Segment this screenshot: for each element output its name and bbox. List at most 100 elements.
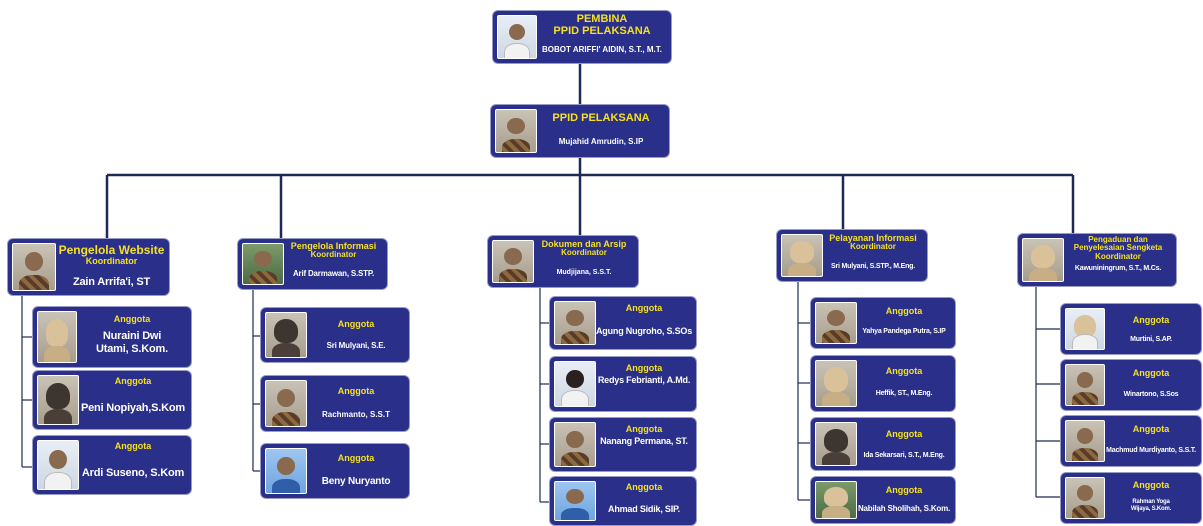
member-name-line1: Nuraini Dwi	[102, 330, 162, 343]
member-name-line1: Sri Mulyani, S.E.	[326, 341, 386, 351]
coordinator-title: Pelayanan Informasi	[829, 233, 917, 243]
member-name-line1: Peni Nopiyah,S.Kom	[81, 402, 185, 415]
member-card: Anggota Agung Nugroho, S.SOs	[549, 296, 697, 350]
person-photo-icon	[497, 15, 537, 59]
coordinator-card-dokumen: Dokumen dan Arsip Koordinator Mudjijana,…	[487, 235, 639, 288]
member-role: Anggota	[885, 429, 923, 439]
coordinator-title: Pengelola Informasi	[290, 241, 377, 251]
coordinator-name: Arif Darmawan, S.STP.	[292, 268, 374, 278]
member-name-line1: Agung Nugroho, S.SOs	[596, 326, 692, 337]
member-card: Anggota Ida Sekarsari, S.T., M.Eng.	[810, 417, 956, 471]
member-name-line1: Beny Nuryanto	[321, 476, 391, 488]
person-photo-icon	[554, 481, 596, 521]
person-photo-icon	[242, 243, 284, 285]
member-name-line1: Ahmad Sidik, SIP.	[608, 504, 680, 515]
coordinator-card-informasi: Pengelola Informasi Koordinator Arif Dar…	[237, 238, 388, 290]
coordinator-name: Mudjijana, S.S.T.	[556, 268, 612, 276]
member-role: Anggota	[113, 314, 151, 324]
coordinator-role: Koordinator	[85, 255, 138, 266]
member-name-line2: Wijaya, S.Kom.	[1130, 506, 1172, 513]
person-photo-icon	[1065, 477, 1105, 519]
person-photo-icon	[265, 380, 307, 427]
person-photo-icon	[1065, 308, 1105, 350]
member-name-line1: Murtini, S.AP.	[1130, 336, 1172, 344]
person-photo-icon	[37, 375, 79, 425]
person-photo-icon	[12, 243, 56, 291]
coordinator-card-pengaduan: Pengaduan dan Penyelesaian Sengketa Koor…	[1017, 233, 1177, 287]
member-card: Anggota Beny Nuryanto	[260, 443, 410, 499]
member-role: Anggota	[625, 363, 663, 373]
person-photo-icon	[554, 422, 596, 467]
person-photo-icon	[781, 234, 823, 277]
pembina-card: PEMBINA PPID PELAKSANA BOBOT ARIFFI' AID…	[492, 10, 672, 64]
member-card: Anggota Ardi Suseno, S.Kom	[32, 435, 192, 495]
member-card: Anggota Ahmad Sidik, SIP.	[549, 476, 697, 526]
member-card: Anggota Redys Febrianti, A.Md.	[549, 356, 697, 412]
member-role: Anggota	[337, 319, 375, 329]
member-name-line1: Machmud Murdiyanto, S.S.T.	[1106, 447, 1196, 455]
coordinator-card-website: Pengelola Website Koordinator Zain Arrif…	[7, 238, 170, 296]
person-photo-icon	[815, 302, 857, 344]
person-photo-icon	[815, 481, 857, 519]
pembina-role-line2: PPID PELAKSANA	[553, 24, 651, 37]
member-card: Anggota Nabilah Sholihah, S.Kom.	[810, 476, 956, 524]
coordinator-role: Koordinator	[1095, 251, 1141, 261]
person-photo-icon	[1065, 364, 1105, 406]
coordinator-role: Koordinator	[310, 250, 357, 260]
coordinator-name: Kawuniningrum, S.T., M.Cs.	[1074, 265, 1162, 273]
person-photo-icon	[815, 360, 857, 407]
member-role: Anggota	[1132, 480, 1170, 490]
person-photo-icon	[1022, 238, 1064, 282]
coordinator-title: Pengelola Website	[58, 243, 165, 257]
member-card: Anggota Machmud Murdiyanto, S.S.T.	[1060, 415, 1202, 467]
coordinator-name: Zain Arrifa'i, ST	[72, 276, 151, 289]
pelaksana-card: PPID PELAKSANA Mujahid Amrudin, S.IP	[490, 104, 670, 158]
member-name-line1: Rachmanto, S.S.T	[321, 410, 390, 420]
member-role: Anggota	[885, 485, 923, 495]
member-card: Anggota Sri Mulyani, S.E.	[260, 307, 410, 363]
person-photo-icon	[265, 448, 307, 494]
member-card: Anggota Nanang Permana, ST.	[549, 417, 697, 472]
member-card: Anggota Winartono, S.Sos	[1060, 359, 1202, 411]
member-role: Anggota	[885, 366, 923, 376]
member-name-line1: Ida Sekarsari, S.T., M.Eng.	[863, 452, 945, 460]
member-role: Anggota	[1132, 315, 1170, 325]
member-name-line1: Yahya Pandega Putra, S.IP	[862, 328, 946, 336]
member-role: Anggota	[114, 441, 152, 451]
person-photo-icon	[495, 109, 537, 153]
member-role: Anggota	[625, 424, 663, 434]
member-name-line1: Winartono, S.Sos	[1123, 391, 1179, 399]
member-card: Anggota Nuraini Dwi Utami, S.Kom.	[32, 306, 192, 368]
member-role: Anggota	[114, 376, 152, 386]
member-role: Anggota	[625, 482, 663, 492]
member-name-line1: Rahman Yoga	[1132, 499, 1170, 506]
person-photo-icon	[492, 240, 534, 283]
coordinator-role: Koordinator	[850, 242, 896, 252]
member-name-line1: Nanang Permana, ST.	[600, 436, 688, 447]
pelaksana-role: PPID PELAKSANA	[552, 112, 650, 124]
member-role: Anggota	[337, 453, 375, 463]
person-photo-icon	[265, 312, 307, 358]
member-card: Anggota Rachmanto, S.S.T	[260, 375, 410, 432]
coordinator-title: Dokumen dan Arsip	[541, 239, 627, 249]
coordinator-title: Pengaduan dan Penyelesaian Sengketa	[1073, 235, 1163, 253]
member-name-line1: Ardi Suseno, S.Kom	[81, 467, 185, 480]
coordinator-name: Sri Mulyani, S.STP., M.Eng.	[831, 262, 915, 270]
member-role: Anggota	[625, 303, 663, 313]
member-name-line1: Heffik, ST., M.Eng.	[875, 390, 933, 398]
member-role: Anggota	[337, 386, 375, 396]
member-card: Anggota Rahman Yoga Wijaya, S.Kom.	[1060, 472, 1202, 524]
pembina-name: BOBOT ARIFFI' AIDIN, S.T., M.T.	[542, 45, 662, 55]
pembina-role-line1: PEMBINA	[576, 13, 628, 25]
member-name-line1: Nabilah Sholihah, S.Kom.	[857, 504, 951, 514]
coordinator-role: Koordinator	[561, 248, 607, 258]
person-photo-icon	[37, 311, 77, 363]
member-name-line1: Redys Febrianti, A.Md.	[597, 375, 691, 386]
member-role: Anggota	[885, 306, 923, 316]
member-card: Anggota Yahya Pandega Putra, S.IP	[810, 297, 956, 349]
member-role: Anggota	[1132, 424, 1170, 434]
member-card: Anggota Heffik, ST., M.Eng.	[810, 355, 956, 412]
person-photo-icon	[554, 301, 596, 345]
person-photo-icon	[554, 361, 596, 407]
